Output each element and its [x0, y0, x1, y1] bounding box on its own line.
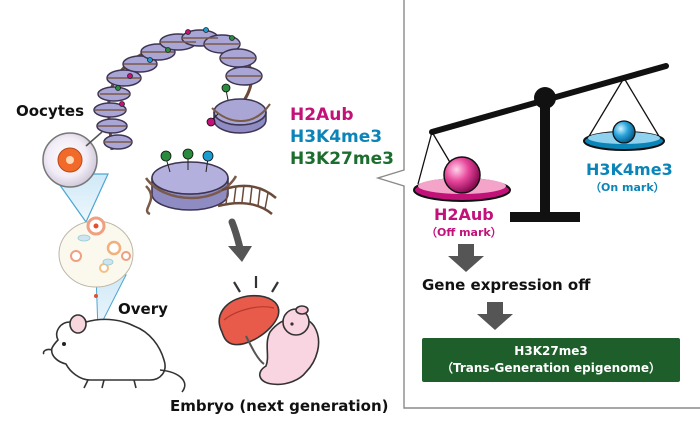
h2aub-label: H2Aub [290, 105, 354, 125]
arrow-down-icon [228, 218, 252, 262]
chromatin-fiber [93, 27, 277, 216]
box-line-2: （Trans-Generation epigenome） [440, 361, 662, 375]
embryo-label: Embryo (next generation) [170, 397, 389, 415]
h3k4me3-label: H3K4me3 [290, 127, 383, 147]
step-gene-expression-off: Gene expression off [422, 276, 591, 294]
right-pan-note: （On mark） [590, 181, 665, 194]
ovary [58, 216, 134, 332]
trans-generation-box: H3K27me3 （Trans-Generation epigenome） [422, 338, 680, 382]
right-pan-mark: H3K4me3 [586, 160, 673, 179]
h3k27me3-label: H3K27me3 [290, 149, 394, 169]
box-line-1: H3K27me3 [514, 344, 588, 358]
arrow-down-icon [477, 302, 513, 330]
embryo-illustration [218, 276, 320, 386]
left-pan-note: （Off mark） [426, 226, 502, 239]
arrow-down-icon [448, 244, 484, 272]
ovary-label: Overy [118, 300, 168, 318]
left-pan-mark: H2Aub [434, 205, 494, 224]
panel-frame [375, 0, 700, 409]
oocytes-label: Oocytes [16, 102, 84, 120]
mouse [42, 314, 186, 393]
balance-scale [413, 63, 669, 222]
oocyte-magnified [42, 131, 109, 224]
